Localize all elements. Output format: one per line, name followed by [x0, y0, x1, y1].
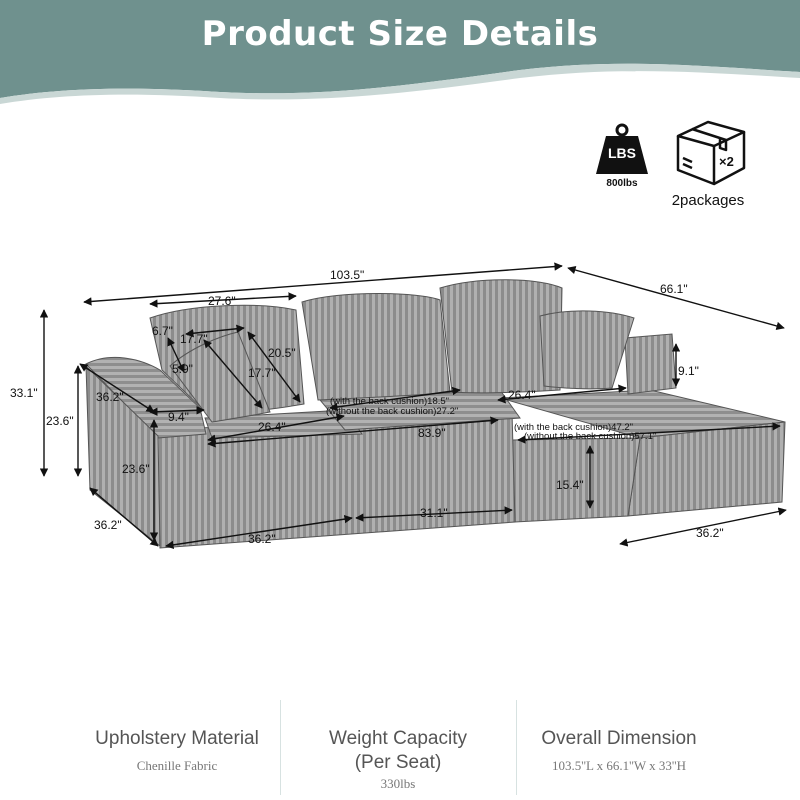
weight-badge: LBS 800lbs — [592, 122, 652, 192]
dim-middle-width: 31.1" — [420, 506, 448, 520]
dim-left-depth: 36.2" — [94, 518, 122, 532]
sofa-diagram: 103.5" 66.1" 33.1" 23.6" 36.2" 27.6" 6.7… — [0, 240, 800, 570]
dim-left-front-width: 36.2" — [248, 532, 276, 546]
feature-overall-dimension: Overall Dimension 103.5''L x 66.1''W x 3… — [524, 728, 714, 774]
feature-title: Upholstery Material — [95, 728, 259, 749]
package-count: 2packages — [671, 192, 745, 209]
dim-chaise-width: 36.2" — [696, 526, 724, 540]
divider — [516, 700, 517, 795]
dim-arm-height: 23.6" — [46, 414, 74, 428]
feature-title: Weight Capacity — [329, 728, 467, 749]
dim-seat-depth-chaise: 26.4" — [508, 388, 536, 402]
page-title: Product Size Details — [201, 14, 599, 54]
feature-row: Upholstery Material Chenille Fabric Weig… — [0, 700, 800, 800]
dim-pillow-d: 5.9" — [172, 362, 193, 376]
dim-front-height: 23.6" — [122, 462, 150, 476]
package-multiplier: ×2 — [719, 154, 734, 169]
feature-value: 330lbs — [380, 776, 416, 791]
feature-upholstery: Upholstery Material Chenille Fabric — [82, 728, 272, 774]
weight-value: 800lbs — [606, 178, 638, 189]
dim-seat-without-cushion: (without the back cushion)27.2" — [326, 406, 459, 417]
dim-pillow-b: 17.7" — [180, 332, 208, 346]
dim-seat-depth-left: 26.4" — [258, 420, 286, 434]
feature-title: Overall Dimension — [541, 728, 697, 749]
lbs-label: LBS — [608, 145, 636, 161]
feature-value: Chenille Fabric — [136, 758, 218, 773]
feature-weight-capacity: Weight Capacity (Per Seat) 330lbs — [298, 728, 498, 792]
dim-pillow-a: 6.7" — [152, 324, 173, 338]
dim-pillow-width: 27.6" — [208, 294, 236, 308]
dim-seat-height: 15.4" — [556, 478, 584, 492]
feature-title-line2: (Per Seat) — [354, 752, 442, 773]
feature-value: 103.5''L x 66.1''W x 33''H — [552, 758, 686, 773]
dim-chaise-with-cushion: (with the back cushion)47.2" — [514, 422, 634, 433]
header-banner: Product Size Details — [0, 0, 800, 110]
weight-icon — [596, 123, 648, 174]
dim-arm-depth: 36.2" — [96, 390, 124, 404]
divider — [280, 700, 281, 795]
dim-seat-with-cushion: (with the back cushion)18.5" — [330, 396, 450, 407]
box-icon — [676, 120, 746, 186]
dim-back-to-arm: 9.1" — [678, 364, 699, 378]
dim-total-height: 33.1" — [10, 386, 38, 400]
package-badge: ×2 2packages — [662, 118, 762, 213]
dim-chaise-without-cushion: (without the back cushion)57.1" — [524, 431, 657, 442]
dim-pillow-c: 20.5" — [268, 346, 296, 360]
dim-pillow-e: 17.7" — [248, 366, 276, 380]
dim-overall-length: 103.5" — [330, 268, 365, 282]
dim-arm-width: 9.4" — [168, 410, 189, 424]
banner-wave — [0, 0, 800, 104]
sofa-illustration — [39, 262, 787, 550]
dim-seat-length: 83.9" — [418, 426, 446, 440]
dim-overall-depth: 66.1" — [660, 282, 688, 296]
